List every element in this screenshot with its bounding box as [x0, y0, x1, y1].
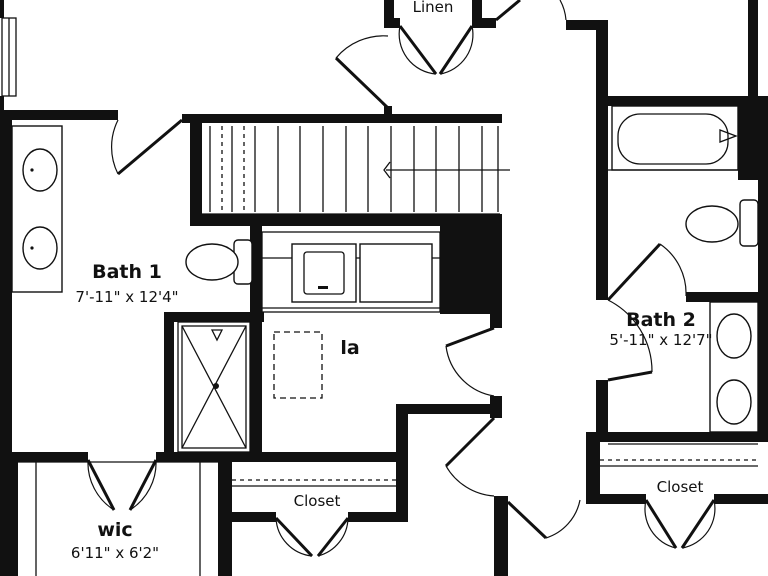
closet-label-right: Closet: [657, 478, 704, 496]
wall-segment: [758, 96, 768, 296]
wall-segment: [596, 380, 608, 438]
linen-label: Linen: [413, 0, 454, 16]
staircase: [202, 126, 510, 215]
wall-segment: [686, 292, 768, 302]
door-wic: [86, 459, 116, 511]
wall-segment: [714, 494, 768, 504]
wall-segment: [596, 96, 768, 106]
wall-segment: [12, 462, 18, 576]
wall-segment: [250, 312, 262, 462]
wall-segment: [164, 312, 264, 322]
wall-segment: [232, 512, 276, 522]
door-hall-bottom: [506, 500, 548, 540]
wall-segment: [472, 0, 482, 28]
wall-segment: [596, 432, 768, 442]
wall-segment: [384, 106, 392, 116]
wall-segment: [384, 18, 400, 28]
wall-segment: [490, 314, 502, 328]
door-closet-left: [274, 516, 314, 558]
wic-shelves: [18, 461, 218, 576]
right-closet-shelf: [600, 459, 758, 467]
wall-segment: [190, 114, 202, 224]
wall-segment: [156, 452, 400, 462]
laundry-sink: [273, 331, 323, 399]
wic-dims: 6'11" x 6'2": [71, 544, 159, 562]
doors: [86, 0, 716, 558]
door-bath1: [117, 118, 183, 176]
door-linen: [398, 25, 438, 75]
wall-segment: [250, 222, 262, 314]
wall-segment: [396, 404, 496, 414]
closet-label-left: Closet: [294, 492, 341, 510]
wall-segment: [596, 20, 608, 300]
wall-segment: [0, 110, 12, 576]
door-closet: [444, 416, 496, 468]
door-closet-right: [680, 499, 716, 549]
wall-segment: [494, 496, 508, 576]
bath2-name: Bath 2: [626, 309, 696, 331]
bath1-toilet: [185, 239, 253, 285]
door-laundry: [445, 326, 495, 348]
bath1-shower: [177, 321, 251, 453]
wall-segment: [566, 20, 606, 30]
bath2-partition: [608, 169, 758, 445]
wall-segment: [758, 292, 768, 442]
door-linen: [438, 25, 474, 75]
wall-segment: [0, 452, 88, 462]
bath2-toilet: [685, 199, 759, 247]
window: [1, 17, 17, 97]
wall-segment: [348, 512, 408, 522]
bath2-tub: [611, 105, 739, 171]
door-closet-right: [644, 499, 678, 549]
bath2-vanity: [709, 301, 759, 433]
wall-segment: [586, 432, 600, 502]
wall-segment: [472, 18, 496, 28]
bath1-name: Bath 1: [92, 261, 162, 283]
door-hall-top: [334, 56, 390, 110]
bath1-vanity: [11, 125, 63, 293]
bath1-dims: 7'-11" x 12'4": [75, 288, 178, 306]
wall-segment: [182, 114, 502, 123]
door-top-right: [495, 0, 521, 22]
door-closet-left: [316, 517, 350, 557]
wall-segment: [164, 312, 174, 462]
door-bath2: [606, 242, 662, 302]
door-bath2-lower: [607, 370, 653, 382]
wic-name: wic: [97, 519, 132, 541]
wall-segment: [218, 462, 232, 576]
wall-segment: [396, 404, 408, 522]
wall-segment: [586, 494, 646, 504]
wall-segment: [384, 0, 394, 22]
laundry-appliances: [261, 231, 441, 313]
wall-segment: [490, 396, 502, 418]
wall-segment: [0, 110, 118, 120]
wall-segment: [748, 0, 758, 96]
wall-segment: [0, 0, 4, 18]
laundry-name: la: [340, 337, 359, 359]
wall-segment: [190, 214, 502, 226]
left-closet-shelf: [232, 479, 396, 487]
door-wic: [128, 459, 158, 511]
wall-segment: [440, 222, 502, 314]
bath2-dims: 5'-11" x 12'7": [609, 331, 712, 349]
